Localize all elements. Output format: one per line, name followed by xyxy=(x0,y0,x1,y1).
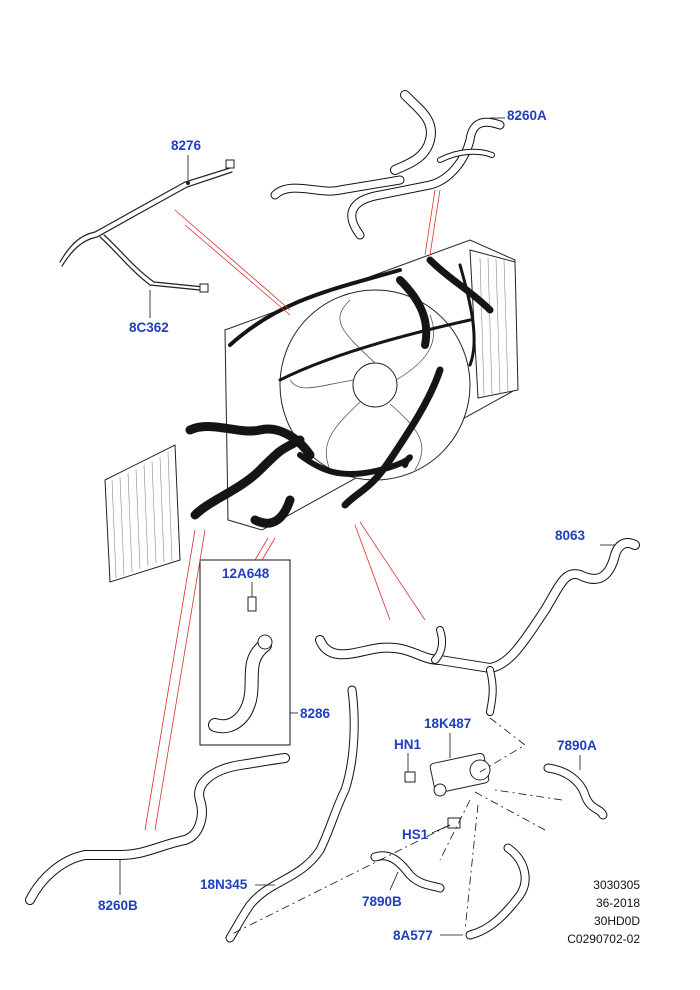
label-18N345: 18N345 xyxy=(200,877,248,892)
label-8260B: 8260B xyxy=(98,898,138,913)
label-8A577: 8A577 xyxy=(393,928,433,943)
hose-7890B xyxy=(370,851,445,893)
label-leader-lines xyxy=(119,117,615,936)
radiator-assembly xyxy=(104,239,519,583)
label-12A648: 12A648 xyxy=(222,566,270,581)
hose-8A577 xyxy=(465,843,530,940)
label-8260A: 8260A xyxy=(507,108,547,123)
hose-8260A xyxy=(270,90,505,240)
label-HN1: HN1 xyxy=(394,737,422,752)
label-7890A: 7890A xyxy=(557,738,597,753)
connection-lines xyxy=(229,717,563,936)
hose-8276 xyxy=(59,159,235,267)
label-8276: 8276 xyxy=(171,138,202,153)
hose-8C362 xyxy=(99,234,209,293)
hose-7890A xyxy=(543,763,608,820)
hose-8260B xyxy=(25,753,290,905)
label-8063: 8063 xyxy=(555,528,586,543)
hose-8063 xyxy=(315,538,640,716)
reference-line-4: C0290702-02 xyxy=(567,932,640,946)
label-18K487: 18K487 xyxy=(424,716,472,731)
reference-line-2: 36-2018 xyxy=(595,896,640,910)
thermostat-housing-18K487 xyxy=(404,752,491,829)
label-7890B: 7890B xyxy=(362,894,402,909)
red-leader-lines xyxy=(144,189,441,831)
label-8286: 8286 xyxy=(300,706,331,721)
label-HS1: HS1 xyxy=(402,827,429,842)
inset-8286 xyxy=(199,559,291,746)
reference-line-3: 30HD0D xyxy=(593,914,640,928)
hose-18N345 xyxy=(225,685,359,943)
reference-line-1: 3030305 xyxy=(593,878,640,892)
label-8C362: 8C362 xyxy=(129,320,169,335)
